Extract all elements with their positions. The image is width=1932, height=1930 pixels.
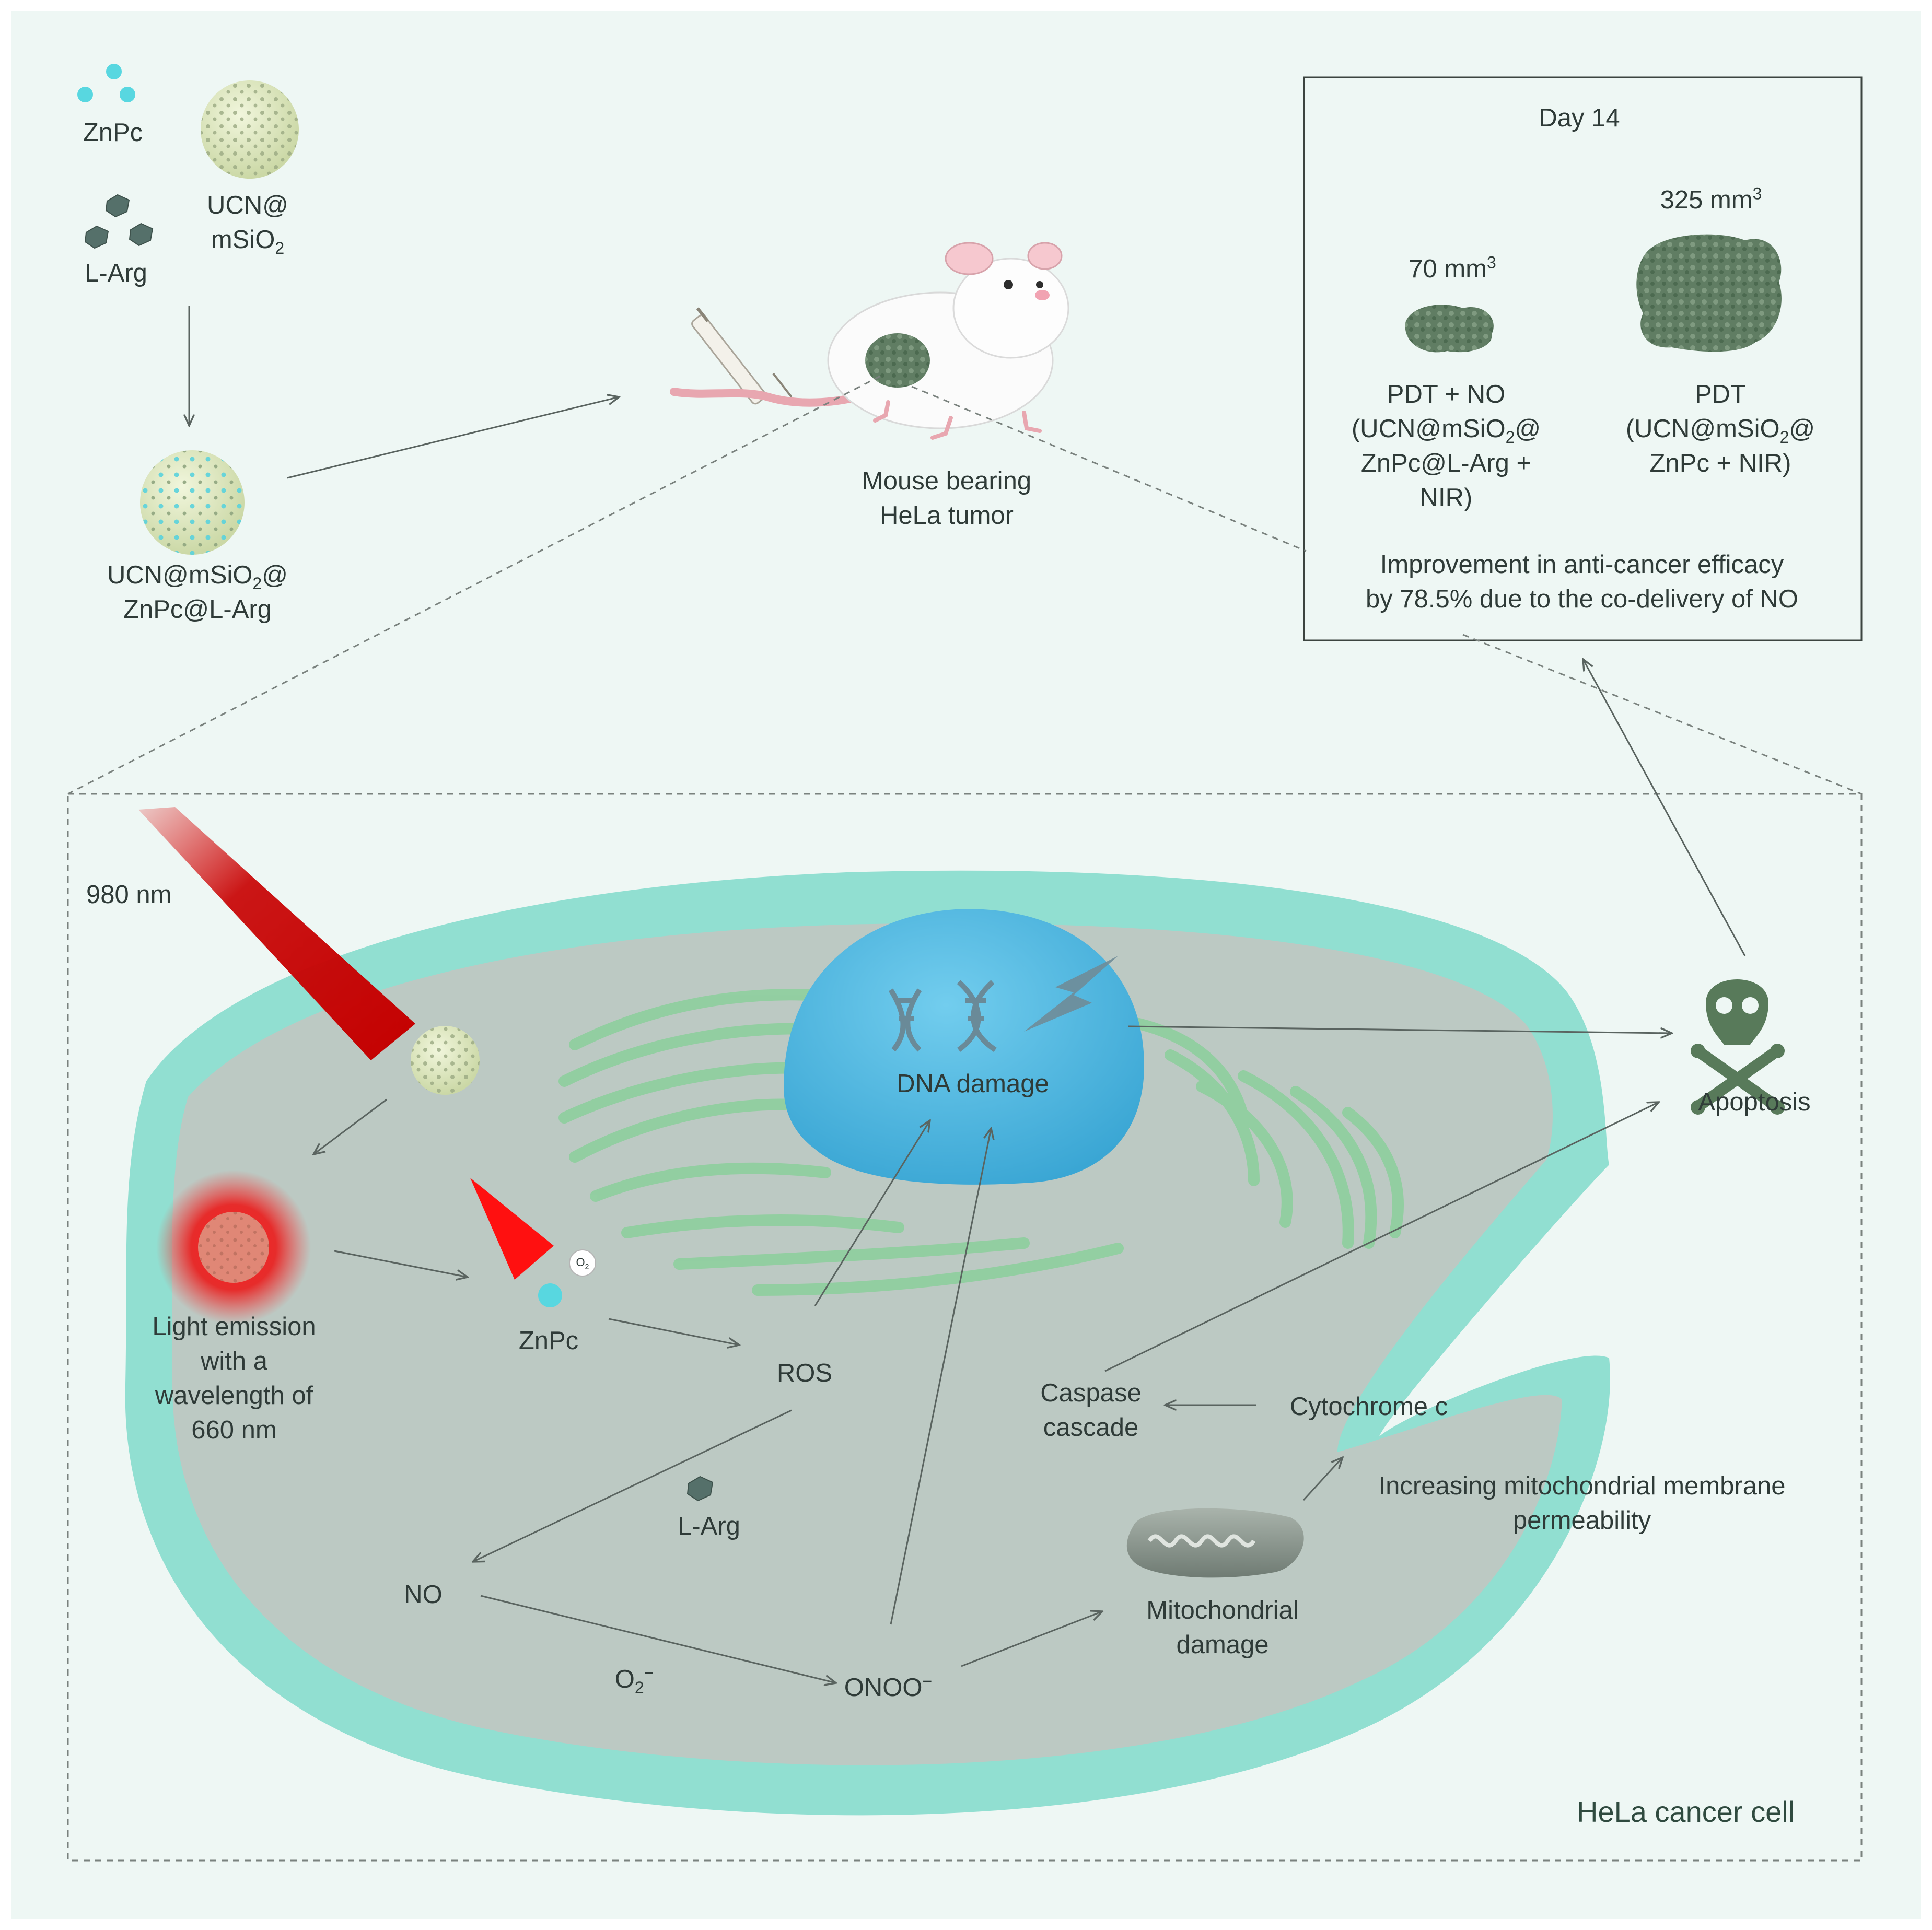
ucn-msio2-label: UCN@ mSiO2 — [207, 188, 288, 257]
emission-line4: 660 nm — [191, 1416, 277, 1444]
pathway-arrows — [313, 659, 1746, 1683]
pdt-no-sub: 2 — [1505, 427, 1515, 447]
permeability-line1: Increasing mitochondrial membrane — [1378, 1472, 1786, 1500]
pdt-line1: PDT — [1694, 380, 1746, 408]
emission-line2: with a — [200, 1347, 267, 1375]
onoo-text: ONOO — [844, 1674, 923, 1702]
mouse-line1: Mouse bearing — [862, 467, 1032, 495]
onoo-sup: − — [922, 1671, 933, 1691]
emission-line3: wavelength of — [155, 1382, 313, 1410]
day-label: Day 14 — [1539, 104, 1620, 132]
apoptosis-label: Apoptosis — [1698, 1088, 1811, 1116]
ros-label: ROS — [776, 1359, 833, 1387]
syringe-icon — [691, 307, 793, 405]
znpc-particles-icon — [77, 64, 135, 102]
oxygen-badge-sub: 2 — [585, 1262, 589, 1271]
endoplasmic-reticulum — [558, 989, 1404, 1296]
permeability-line2: permeability — [1512, 1506, 1651, 1535]
pdt-line2-tail: @ — [1789, 415, 1815, 443]
composite-line1: UCN@mSiO — [107, 561, 253, 589]
znpc-dot-icon — [538, 1283, 562, 1307]
cytochrome-label: Cytochrome c — [1289, 1393, 1448, 1421]
tumor-small-icon — [1405, 305, 1494, 353]
composite-nanoparticle-icon — [140, 450, 245, 555]
pdt-no-line3: ZnPc@L-Arg + — [1360, 449, 1532, 477]
caspase-line2: cascade — [1043, 1413, 1139, 1442]
light-emission-label: Light emission with a wavelength of 660 … — [152, 1309, 316, 1447]
pdt-no-line1: PDT + NO — [1387, 380, 1506, 408]
volume-pdt-sup: 3 — [1752, 184, 1762, 203]
cell-zoom-frame — [67, 793, 1863, 1862]
skull-crossbones-icon — [1691, 979, 1785, 1115]
pdt-line3: ZnPc + NIR) — [1649, 449, 1791, 477]
day14-result-box — [1303, 76, 1863, 641]
oxygen-badge-label: O2 — [576, 1255, 589, 1270]
improvement-line1: Improvement in anti-cancer efficacy — [1380, 551, 1784, 579]
volume-pdt-no-label: 70 mm3 — [1409, 252, 1496, 286]
mouse-label: Mouse bearing HeLa tumor — [862, 464, 1031, 533]
lightning-icon — [1024, 956, 1118, 1032]
wavelength-980-label: 980 nm — [86, 881, 172, 909]
l-arg-label: L-Arg — [85, 259, 147, 287]
composite-line2: ZnPc@L-Arg — [123, 595, 272, 624]
superoxide-sup: − — [644, 1663, 654, 1682]
ucn-msio2-line1: UCN@ — [207, 191, 288, 219]
l-arg-cube-icon — [686, 1476, 714, 1502]
superoxide-text: O — [614, 1665, 635, 1693]
hela-cell-label: HeLa cancer cell — [1577, 1795, 1795, 1828]
zoom-lines — [67, 375, 1862, 795]
pdt-line2: (UCN@mSiO — [1625, 415, 1780, 443]
l-arg-cubes-icon — [84, 194, 154, 249]
tumor-large-icon — [1636, 234, 1782, 352]
pdt-no-group-label: PDT + NO (UCN@mSiO2@ ZnPc@L-Arg + NIR) — [1352, 377, 1541, 515]
caspase-label: Caspase cascade — [1040, 1376, 1141, 1445]
mitochondrion-icon — [1126, 1508, 1304, 1578]
ucn-msio2-line2: mSiO — [211, 226, 275, 254]
improvement-label: Improvement in anti-cancer efficacy by 7… — [1366, 547, 1798, 616]
oxygen-badge-icon — [569, 1249, 596, 1277]
pdt-sub: 2 — [1779, 427, 1789, 447]
permeability-label: Increasing mitochondrial membrane permea… — [1379, 1469, 1786, 1538]
mito-line2: damage — [1176, 1631, 1269, 1659]
superoxide-sub: 2 — [634, 1678, 644, 1697]
ucn-msio2-sphere-icon — [201, 80, 299, 179]
composite-sub: 2 — [252, 574, 262, 593]
ucn-particle-icon — [411, 1026, 480, 1095]
dna-icon — [888, 980, 997, 1052]
composite-line1-tail: @ — [262, 561, 288, 589]
emission-line1: Light emission — [152, 1313, 316, 1341]
pdt-no-line2-tail: @ — [1515, 415, 1541, 443]
superoxide-label: O2− — [615, 1662, 654, 1697]
pdt-no-line4: NIR) — [1419, 484, 1473, 512]
improvement-line2: by 78.5% due to the co-delivery of NO — [1366, 585, 1798, 613]
no-label: NO — [404, 1581, 443, 1609]
laser-beam-icon — [138, 807, 415, 1060]
ucn-msio2-sub: 2 — [275, 238, 285, 258]
znpc-label: ZnPc — [83, 119, 143, 147]
volume-pdt-no-sup: 3 — [1486, 253, 1496, 272]
composite-label: UCN@mSiO2@ ZnPc@L-Arg — [107, 558, 288, 627]
znpc-cell-label: ZnPc — [518, 1327, 579, 1355]
dna-damage-label: DNA damage — [897, 1070, 1049, 1098]
caspase-line1: Caspase — [1040, 1379, 1142, 1407]
volume-pdt-no-value: 70 mm — [1409, 255, 1487, 283]
pdt-no-line2: (UCN@mSiO — [1351, 415, 1506, 443]
onoo-label: ONOO− — [844, 1670, 932, 1705]
mouse-icon — [670, 242, 1069, 440]
volume-pdt-value: 325 mm — [1660, 186, 1753, 214]
pdt-group-label: PDT (UCN@mSiO2@ ZnPc + NIR) — [1626, 377, 1815, 481]
mito-damage-label: Mitochondrial damage — [1146, 1593, 1298, 1662]
oxygen-badge-text: O — [576, 1256, 585, 1269]
volume-pdt-label: 325 mm3 — [1660, 183, 1762, 217]
mito-line1: Mitochondrial — [1146, 1596, 1299, 1624]
l-arg-cell-label: L-Arg — [678, 1512, 740, 1540]
red-light-cone-icon — [470, 1178, 554, 1280]
glowing-ucn-icon — [156, 1170, 311, 1325]
mouse-line2: HeLa tumor — [879, 501, 1014, 530]
injection-arrow — [287, 397, 619, 479]
